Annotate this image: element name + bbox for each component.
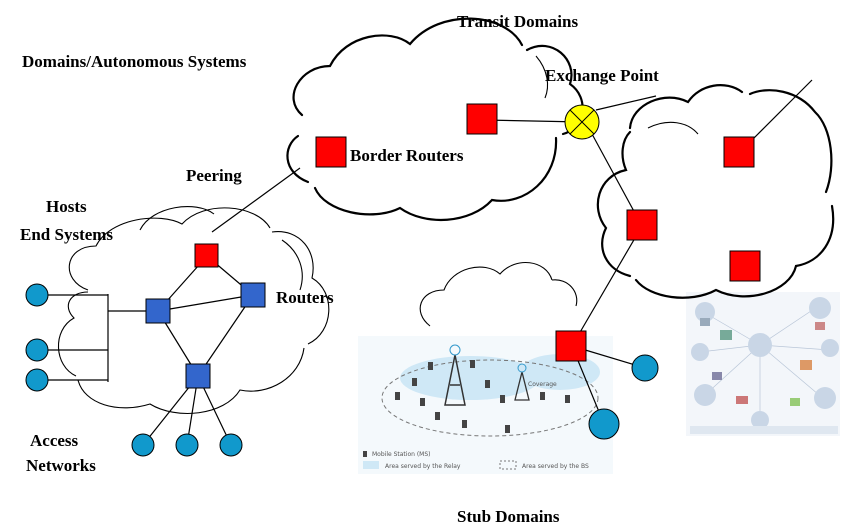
- host-node: [25, 283, 49, 307]
- host-node: [25, 338, 49, 362]
- border-router-node: [626, 209, 658, 241]
- border-router-node: [466, 103, 498, 135]
- hosts-label: Hosts: [46, 197, 87, 216]
- iot-collage-illustration: [686, 292, 840, 436]
- transit-domain-cloud-top: [286, 17, 584, 222]
- border-router-node: [729, 250, 761, 282]
- domains-as-label: Domains/Autonomous Systems: [22, 52, 247, 71]
- border-router-node: [723, 136, 755, 168]
- host-node: [25, 368, 49, 392]
- exchange-point-icon: [564, 104, 600, 140]
- host-node: [219, 433, 243, 457]
- coverage-text: Coverage: [528, 381, 557, 388]
- stub-domains-label: Stub Domains: [457, 507, 560, 526]
- stub-domain-cloud-left: [57, 206, 330, 414]
- legend-ms-text: Mobile Station (MS): [372, 451, 431, 458]
- stub-router-node: [194, 243, 219, 268]
- end-systems-label: End Systems: [20, 225, 114, 244]
- border-routers-label: Border Routers: [350, 146, 464, 165]
- transit-domains-label: Transit Domains: [457, 12, 579, 31]
- border-router-node: [555, 330, 587, 362]
- host-node: [131, 433, 155, 457]
- peering-label: Peering: [186, 166, 242, 185]
- host-node: [588, 408, 620, 440]
- legend-bs-text: Area served by the BS: [522, 463, 589, 470]
- stub-domain-cloud-middle: [419, 261, 578, 327]
- transit-domain-cloud-right: [596, 84, 835, 299]
- router-node: [185, 363, 211, 389]
- exchange-point-label: Exchange Point: [545, 66, 659, 85]
- host-node: [631, 354, 659, 382]
- border-router-node: [315, 136, 347, 168]
- routers-label: Routers: [276, 288, 334, 307]
- host-node: [175, 433, 199, 457]
- legend-relay-text: Area served by the Relay: [385, 463, 461, 470]
- router-node: [145, 298, 171, 324]
- access-label: Access: [30, 431, 79, 450]
- router-node: [240, 282, 266, 308]
- networks-label: Networks: [26, 456, 96, 475]
